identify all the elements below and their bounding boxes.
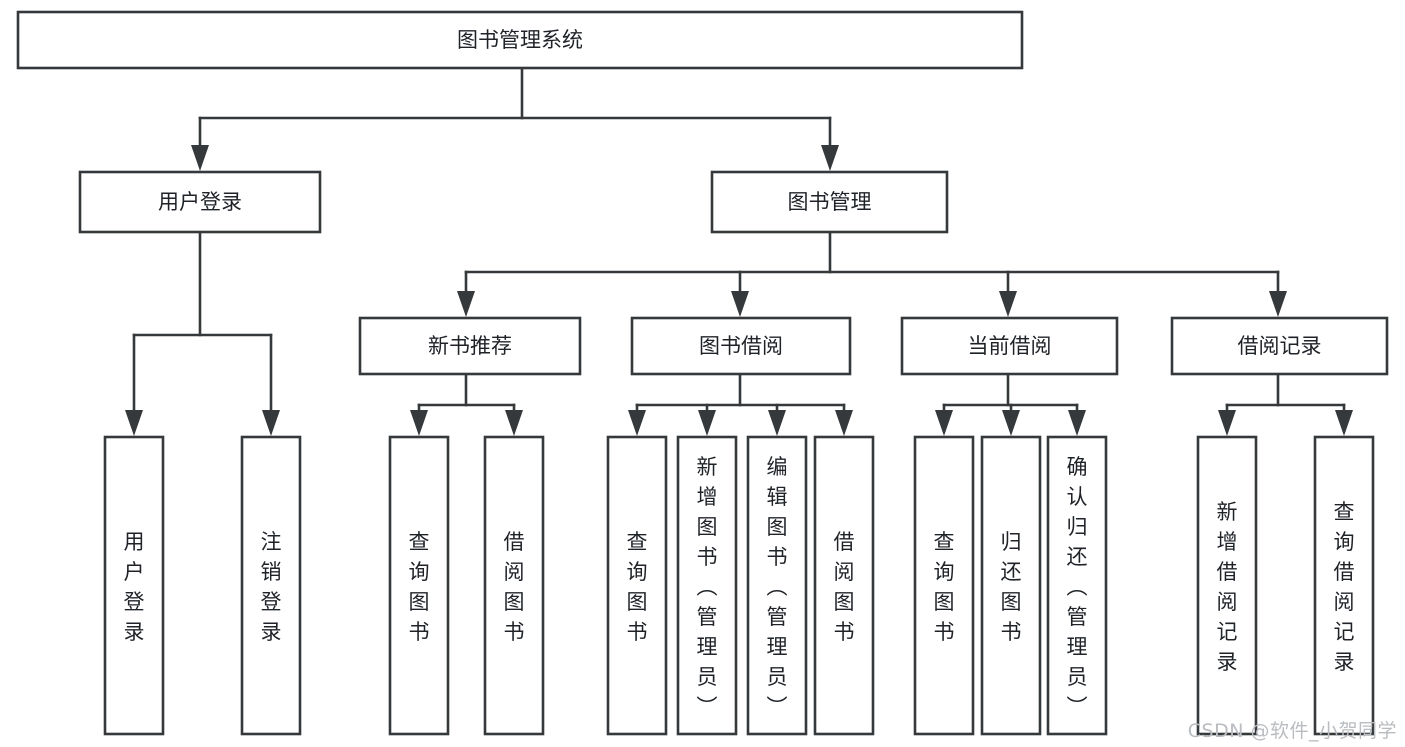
node-box[interactable] xyxy=(606,435,668,736)
arrow-head-icon xyxy=(698,410,716,436)
node-leaf-8-查询图书[interactable]: 查询图书 xyxy=(913,435,975,736)
arrow-head-icon xyxy=(191,145,209,171)
node-label: 借阅记录 xyxy=(1238,334,1322,358)
node-label: 归还图书 xyxy=(1001,530,1022,644)
node-box[interactable] xyxy=(1313,435,1375,736)
arrow-head-icon xyxy=(731,291,749,317)
node-box[interactable] xyxy=(813,435,875,736)
arrow-head-icon xyxy=(1002,410,1020,436)
connector-record-stem xyxy=(1218,372,1353,436)
connector-root-stem xyxy=(191,66,839,171)
node-leaf-2-查询图书[interactable]: 查询图书 xyxy=(388,435,450,736)
node-box[interactable] xyxy=(913,435,975,736)
arrow-head-icon xyxy=(410,410,428,436)
arrow-head-icon xyxy=(768,410,786,436)
node-box[interactable] xyxy=(710,170,949,234)
node-box[interactable] xyxy=(388,435,450,736)
node-box[interactable] xyxy=(1196,435,1258,736)
node-label: 用户登录 xyxy=(158,190,242,214)
node-level2-借阅记录[interactable]: 借阅记录 xyxy=(1170,316,1389,376)
connectors-layer xyxy=(125,66,1353,436)
node-leaf-3-借阅图书[interactable]: 借阅图书 xyxy=(483,435,545,736)
node-label: 借阅图书 xyxy=(504,530,525,644)
node-leaf-0-用户登录[interactable]: 用户登录 xyxy=(103,435,165,736)
node-leaf-4-查询图书[interactable]: 查询图书 xyxy=(606,435,668,736)
watermark-text: CSDN @软件_小贺同学 xyxy=(1187,720,1397,742)
connector-book-mgmt-stem xyxy=(457,230,1287,317)
node-label: 图书管理系统 xyxy=(457,28,583,52)
node-label: 借阅图书 xyxy=(834,530,855,644)
node-box[interactable] xyxy=(1170,316,1389,376)
node-level1-图书管理[interactable]: 图书管理 xyxy=(710,170,949,234)
arrow-head-icon xyxy=(505,410,523,436)
connector-current-stem xyxy=(935,372,1086,436)
node-label: 图书借阅 xyxy=(699,334,783,358)
node-label: 新增图书︵管理员︶ xyxy=(697,455,718,719)
node-leaf-6-编辑图书（管理员）[interactable]: 编辑图书︵管理员︶ xyxy=(746,435,808,736)
node-leaf-5-新增图书（管理员）[interactable]: 新增图书︵管理员︶ xyxy=(676,435,738,736)
node-label: 用户登录 xyxy=(124,530,145,644)
node-box[interactable] xyxy=(900,316,1119,376)
node-label: 确认归还︵管理员︶ xyxy=(1067,455,1088,719)
node-label: 查询图书 xyxy=(409,530,430,644)
node-label: 编辑图书︵管理员︶ xyxy=(767,455,788,719)
node-box[interactable] xyxy=(16,10,1024,70)
node-box[interactable] xyxy=(483,435,545,736)
node-leaf-12-查询借阅记录[interactable]: 查询借阅记录 xyxy=(1313,435,1375,736)
node-level2-新书推荐[interactable]: 新书推荐 xyxy=(358,316,582,376)
arrow-head-icon xyxy=(1068,410,1086,436)
node-level1-用户登录[interactable]: 用户登录 xyxy=(78,170,322,234)
connector-borrow-stem xyxy=(628,372,853,436)
node-box[interactable] xyxy=(240,435,302,736)
node-box[interactable] xyxy=(358,316,582,376)
node-box[interactable] xyxy=(1046,435,1108,736)
node-label: 图书管理 xyxy=(788,190,872,214)
connector-login-stem xyxy=(125,230,280,436)
node-leaf-7-借阅图书[interactable]: 借阅图书 xyxy=(813,435,875,736)
node-box[interactable] xyxy=(78,170,322,234)
arrow-head-icon xyxy=(125,410,143,436)
arrow-head-icon xyxy=(935,410,953,436)
arrow-head-icon xyxy=(1218,410,1236,436)
node-box[interactable] xyxy=(103,435,165,736)
node-level2-图书借阅[interactable]: 图书借阅 xyxy=(630,316,852,376)
node-leaf-11-新增借阅记录[interactable]: 新增借阅记录 xyxy=(1196,435,1258,736)
arrow-head-icon xyxy=(1335,410,1353,436)
node-label: 新书推荐 xyxy=(428,334,512,358)
node-label: 当前借阅 xyxy=(968,334,1052,358)
node-box[interactable] xyxy=(746,435,808,736)
node-box[interactable] xyxy=(630,316,852,376)
node-label: 新增借阅记录 xyxy=(1217,500,1238,674)
connector-newbook-stem xyxy=(410,372,523,436)
node-label: 查询图书 xyxy=(934,530,955,644)
node-level2-当前借阅[interactable]: 当前借阅 xyxy=(900,316,1119,376)
arrow-head-icon xyxy=(999,291,1017,317)
arrow-head-icon xyxy=(457,291,475,317)
node-label: 注销登录 xyxy=(261,530,282,644)
arrow-head-icon xyxy=(835,410,853,436)
node-label: 查询借阅记录 xyxy=(1334,500,1355,674)
node-label: 查询图书 xyxy=(627,530,648,644)
node-leaf-1-注销登录[interactable]: 注销登录 xyxy=(240,435,302,736)
arrow-head-icon xyxy=(628,410,646,436)
node-box[interactable] xyxy=(676,435,738,736)
arrow-head-icon xyxy=(262,410,280,436)
node-root-图书管理系统[interactable]: 图书管理系统 xyxy=(16,10,1024,70)
node-leaf-10-确认归还（管理员）[interactable]: 确认归还︵管理员︶ xyxy=(1046,435,1108,736)
node-box[interactable] xyxy=(980,435,1042,736)
arrow-head-icon xyxy=(821,145,839,171)
node-leaf-9-归还图书[interactable]: 归还图书 xyxy=(980,435,1042,736)
arrow-head-icon xyxy=(1269,291,1287,317)
nodes-layer: 图书管理系统用户登录图书管理新书推荐图书借阅当前借阅借阅记录用户登录注销登录查询… xyxy=(16,10,1389,736)
